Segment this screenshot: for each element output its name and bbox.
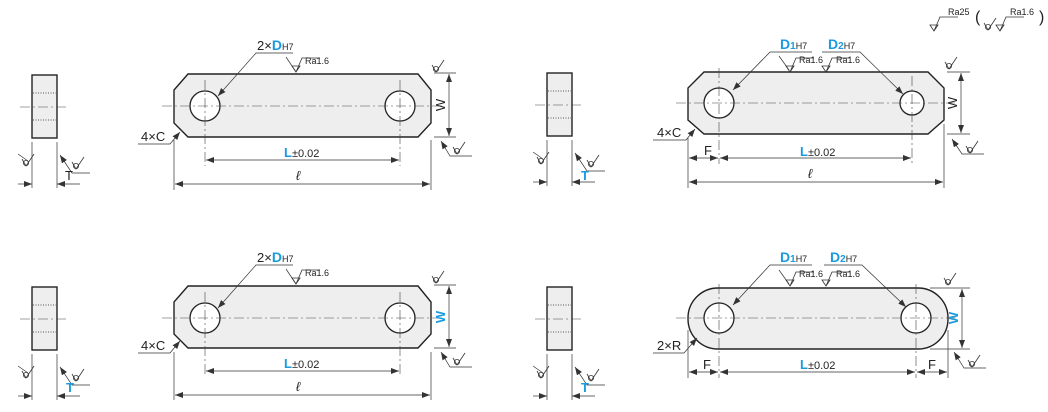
pitch-label: L (284, 145, 292, 160)
hole-tolerance: H7 (282, 254, 294, 264)
legend-ra25: Ra25 (948, 7, 970, 17)
overall-length-label: ℓ (296, 379, 301, 394)
plate-outline (687, 287, 949, 350)
panel-chamfered-different-holes: T F L±0.02 ℓ W D1H7 D2H7 Ra1.6 Ra1.6 4×C (533, 36, 984, 188)
width-label: W (433, 310, 448, 323)
svg-text:D1H7: D1H7 (780, 36, 807, 52)
roughness-label: Ra1.6 (305, 268, 329, 278)
roughness-label-2: Ra1.6 (836, 269, 860, 279)
finish-symbol-icon (983, 17, 997, 31)
svg-text:L±0.02: L±0.02 (800, 144, 835, 159)
hole-count: 2× (257, 250, 272, 265)
pitch-label: L (800, 357, 808, 372)
roughness-label-1: Ra1.6 (799, 269, 823, 279)
plate-outline (173, 285, 432, 349)
panel-rounded-different-holes: T F L±0.02 F W D1H7 D2H7 Ra1.6 Ra1.6 2×R (533, 249, 986, 400)
side-view (18, 287, 90, 400)
hole-tolerance: H7 (282, 42, 294, 52)
pitch-tolerance: ±0.02 (292, 359, 319, 371)
roughness-legend: Ra25 ( Ra1.6 ) (929, 7, 1044, 32)
thickness-label: T (66, 380, 74, 395)
svg-text:2×DH7: 2×DH7 (257, 249, 293, 265)
offset-right-label: F (928, 357, 936, 372)
svg-text:L±0.02: L±0.02 (800, 357, 835, 372)
svg-text:L±0.02: L±0.02 (284, 356, 319, 371)
roughness-symbol-icon (995, 16, 1025, 32)
hole1-label: D (780, 36, 790, 52)
thickness-label: T (581, 168, 589, 183)
svg-text:L±0.02: L±0.02 (284, 145, 319, 160)
thickness-label: T (581, 380, 589, 395)
overall-length-label: ℓ (296, 168, 301, 183)
panel-chamfered-equal-holes: T L±0.02 ℓ W 2×DH7 Ra1.6 4×C (18, 37, 472, 190)
svg-text:D2H7: D2H7 (828, 36, 855, 52)
pitch-tolerance: ±0.02 (292, 148, 319, 160)
edge-label: 4×C (657, 125, 681, 140)
svg-text:D1H7: D1H7 (780, 249, 807, 265)
side-view (533, 73, 605, 186)
legend-open-paren: ( (975, 9, 981, 26)
thickness-label: T (65, 168, 73, 183)
legend-close-paren: ) (1039, 9, 1044, 26)
side-view (533, 287, 605, 400)
hole-diameter-label: D (272, 249, 282, 265)
hole1-label: D (780, 249, 790, 265)
legend-ra16: Ra1.6 (1010, 7, 1034, 17)
edge-label: 4×C (141, 129, 165, 144)
offset-label: F (704, 143, 712, 158)
hole-diameter-label: D (272, 37, 282, 53)
hole2-label: D (830, 249, 840, 265)
hole-count: 2× (257, 38, 272, 53)
side-view (18, 75, 90, 188)
roughness-symbol-icon (929, 16, 959, 32)
hole2-label: D (828, 36, 838, 52)
edge-label: 4×C (141, 338, 165, 353)
pitch-tolerance: ±0.02 (808, 147, 835, 159)
width-label: W (945, 96, 960, 109)
edge-label: 2×R (657, 338, 681, 353)
offset-left-label: F (703, 357, 711, 372)
svg-text:2×DH7: 2×DH7 (257, 37, 293, 53)
overall-length-label: ℓ (808, 166, 813, 181)
panel-chamfered-equal-holes-alt: T L±0.02 ℓ W 2×DH7 Ra1.6 4×C (18, 249, 472, 400)
svg-text:D2H7: D2H7 (830, 249, 857, 265)
roughness-label-1: Ra1.6 (799, 55, 823, 65)
plate-outline (173, 73, 432, 138)
pitch-tolerance: ±0.02 (808, 360, 835, 372)
width-label: W (433, 98, 448, 111)
pitch-label: L (284, 356, 292, 371)
width-label: W (946, 311, 961, 324)
pitch-label: L (800, 144, 808, 159)
roughness-label: Ra1.6 (305, 56, 329, 66)
roughness-label-2: Ra1.6 (836, 55, 860, 65)
